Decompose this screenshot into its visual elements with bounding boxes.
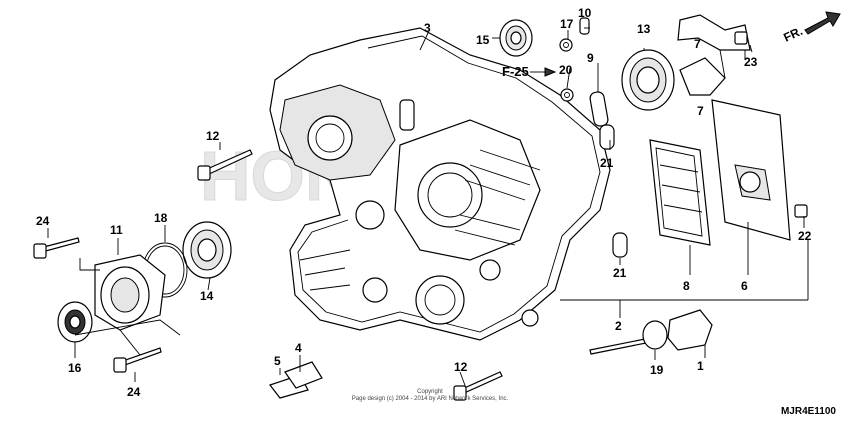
cover-plate-6: [711, 99, 791, 241]
callout-7b: 7: [697, 104, 704, 118]
callout-14: 14: [200, 289, 214, 303]
callout-15: 15: [476, 33, 490, 47]
callout-17: 17: [560, 17, 574, 31]
oil-seal-16: [57, 301, 93, 343]
front-direction-label: FR.: [781, 24, 804, 45]
callout-9: 9: [587, 51, 594, 65]
bearing-14: [182, 221, 232, 279]
callout-22: 22: [798, 229, 812, 243]
callout-16: 16: [68, 361, 82, 375]
callout-10: 10: [578, 6, 592, 20]
callout-19: 19: [650, 363, 664, 377]
copyright-line-1: Copyright: [417, 389, 443, 395]
reference-label: F-25: [502, 64, 529, 79]
washers: [559, 38, 574, 102]
callout-21a: 21: [600, 156, 614, 170]
drain-plugs: [269, 361, 323, 399]
callout-12b: 12: [454, 360, 468, 374]
copyright-line-2: Page design (c) 2004 - 2014 by ARI Netwo…: [351, 396, 509, 402]
callout-24b: 24: [127, 385, 141, 399]
callout-13: 13: [637, 22, 651, 36]
callout-24a: 24: [36, 214, 50, 228]
callout-4: 4: [295, 341, 302, 355]
callout-2: 2: [615, 319, 622, 333]
copyright-notice: Copyright Page design (c) 2004 - 2014 by…: [340, 389, 520, 403]
callout-11: 11: [110, 223, 123, 237]
callout-5: 5: [274, 354, 281, 368]
callout-21b: 21: [613, 266, 627, 280]
bearing-15: [499, 19, 533, 57]
callout-20: 20: [559, 63, 573, 77]
dowel-pins: [579, 17, 628, 258]
dipstick-1: [589, 309, 713, 355]
callout-18: 18: [154, 211, 168, 225]
leader-lines: [47, 27, 809, 389]
bracket-7: [677, 14, 751, 96]
callout-12a: 12: [206, 129, 220, 143]
callout-8: 8: [683, 279, 690, 293]
seal-holder-11: [94, 254, 166, 331]
bearing-13: [621, 49, 675, 111]
callout-6: 6: [741, 279, 748, 293]
diagram-code: MJR4E1100: [780, 406, 836, 417]
callout-3: 3: [424, 21, 431, 35]
callout-7a: 7: [694, 37, 701, 51]
bolts: [33, 31, 808, 401]
callout-23: 23: [744, 55, 758, 69]
callout-1: 1: [697, 359, 704, 373]
front-direction-arrow-icon: [804, 11, 841, 35]
gasket-8: [649, 139, 711, 246]
rear-housing: [269, 27, 611, 341]
